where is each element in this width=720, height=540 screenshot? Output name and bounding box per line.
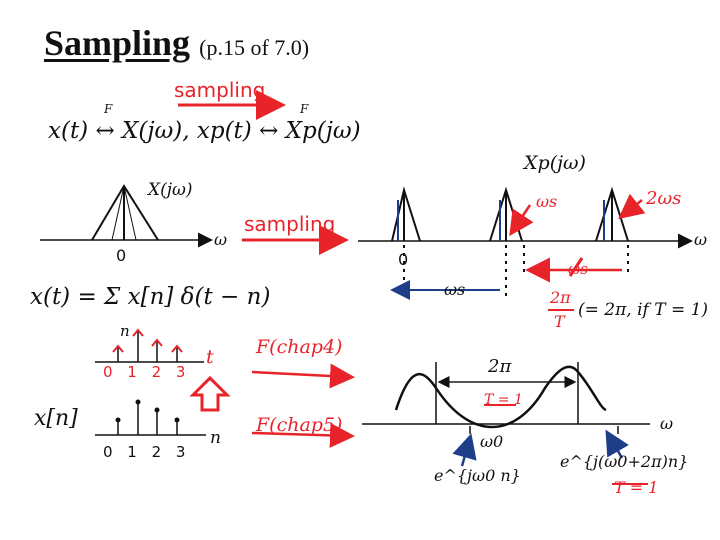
omega-axis-bottom-label: ω bbox=[660, 414, 674, 433]
F-chap4-label: F(chap4) bbox=[256, 336, 343, 358]
sampling-label-mid: sampling bbox=[244, 212, 336, 236]
zero-label-right: 0 bbox=[398, 250, 409, 269]
chap4-arrow bbox=[251, 363, 355, 389]
title-sub: (p.15 of 7.0) bbox=[199, 35, 310, 60]
bottom-spectrum-curve bbox=[394, 365, 607, 429]
two-pi-numerator: 2π bbox=[550, 288, 571, 307]
omega-s-label-2: ωs bbox=[568, 260, 588, 278]
ticks-top: 0 1 2 3 bbox=[103, 363, 191, 381]
ticks-bottom: 0 1 2 3 bbox=[103, 443, 191, 461]
exp-right-label: e^{j(ω0+2π)n} bbox=[560, 452, 689, 471]
T-eq-1-label: T = 1 bbox=[484, 392, 523, 408]
two-pi-bottom-label: 2π bbox=[488, 356, 512, 377]
F-chap5-label: F(chap5) bbox=[256, 414, 343, 436]
omega-axis-right-label: ω bbox=[694, 230, 708, 249]
two-pi-note: (= 2π, if T = 1) bbox=[578, 300, 709, 320]
F-label-left: F bbox=[104, 102, 113, 116]
n-axis-label: n bbox=[210, 428, 221, 448]
right-spectrum-copies bbox=[391, 186, 629, 242]
zero-label-left: 0 bbox=[116, 246, 127, 265]
sampling-label-top: sampling bbox=[174, 78, 266, 102]
T-eq-1-b-label: T = 1 bbox=[614, 478, 659, 497]
omega0-label: ω0 bbox=[480, 432, 504, 451]
X-jw-label: X(jω) bbox=[148, 180, 193, 200]
hollow-up-arrow bbox=[189, 375, 231, 412]
two-omega-s-label: 2ωs bbox=[646, 188, 682, 209]
title-main: Sampling bbox=[44, 23, 191, 63]
omega-s-label-3: ωs bbox=[444, 280, 466, 299]
T-denominator: T bbox=[554, 312, 565, 331]
page-title: Sampling (p.15 of 7.0) bbox=[44, 22, 309, 64]
t-axis-label: t bbox=[206, 346, 214, 368]
exp-left-label: e^{jω0 n} bbox=[434, 466, 521, 485]
x-n-label: x[n] bbox=[34, 406, 78, 431]
fourier-pair-equation: x(t) ↔ X(jω), xp(t) ↔ Xp(jω) bbox=[48, 118, 361, 144]
sum-expression: x(t) = Σ x[n] δ(t − n) bbox=[30, 284, 271, 310]
omega-axis-left-label: ω bbox=[214, 230, 228, 249]
sum-index-label: n bbox=[120, 322, 130, 340]
F-label-right: F bbox=[300, 102, 309, 116]
omega-s-label-1: ωs bbox=[536, 192, 558, 211]
chap5-arrow bbox=[251, 422, 355, 448]
Xp-jw-label: Xp(jω) bbox=[524, 152, 586, 174]
